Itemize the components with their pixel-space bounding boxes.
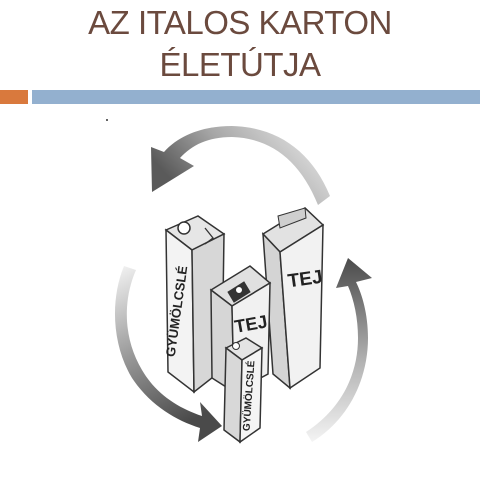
carton-icon: GYÜMÖLCSLÉ: [223, 337, 264, 444]
decorative-dot: [106, 119, 108, 121]
title-line-2: ÉLETÚTJA: [159, 46, 321, 83]
carton-label: TEJ: [287, 267, 324, 293]
accent-bar-orange: [0, 90, 28, 104]
recycle-arrow-icon: [114, 266, 222, 442]
page-title: AZ ITALOS KARTON ÉLETÚTJA: [0, 2, 480, 86]
recycle-arrow-icon: [151, 126, 330, 205]
title-line-1: AZ ITALOS KARTON: [88, 4, 392, 41]
carton-icon: TEJ: [261, 207, 325, 390]
recycle-arrow-icon: [306, 258, 372, 442]
accent-bar-blue: [32, 90, 480, 104]
